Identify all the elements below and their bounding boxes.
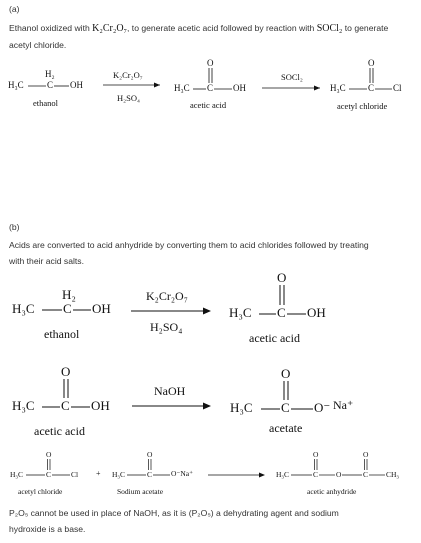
b3-acetate-name: Sodium acetate <box>117 487 164 496</box>
part-b-footer-line-2: hydroxide is a base. <box>9 524 86 534</box>
b2-acetate-na: Na⁺ <box>333 398 354 412</box>
part-a-text-1: Ethanol oxidized with <box>9 23 90 33</box>
a-ethanol-name: ethanol <box>33 98 59 108</box>
a-arrow1-top-reagent: K₂Cr₂O₇ <box>113 70 143 80</box>
b2-acetate-name: acetate <box>269 421 303 435</box>
a-arrow1-bottom-reagent: H₂SO₄ <box>117 93 140 103</box>
part-a-label: (a) <box>9 4 20 14</box>
b2-acetate-c: C <box>281 400 290 415</box>
part-a-reagent-2: SOCl₂ <box>316 23 343 34</box>
a-acid-oh: OH <box>233 83 246 93</box>
b3-acetate-ch3: H₃C <box>112 470 126 479</box>
b3-acetate-o-minus-na: O⁻Na⁺ <box>171 469 194 478</box>
b1-ethanol-ch3: H₃C <box>12 301 35 316</box>
part-b-text-line-1: Acids are converted to acid anhydride by… <box>9 240 369 250</box>
b1-acid-ch3: H₃C <box>229 305 252 320</box>
a-acid-ch3: H₃C <box>174 83 190 93</box>
a-ethanol-c: C <box>47 80 54 90</box>
a-arrow2-top-reagent: SOCl₂ <box>281 72 303 82</box>
part-a-text-2: , to generate acetic acid followed by re… <box>127 23 315 33</box>
b2-acid-o: O <box>61 364 71 379</box>
b3-chloride-c: C <box>46 470 52 479</box>
a-acid-o: O <box>207 58 214 68</box>
b1-acid-o: O <box>277 270 287 285</box>
b1-acid-name: acetic acid <box>249 331 300 345</box>
b3-anhydride-c1: C <box>313 470 319 479</box>
part-b-description: Acids are converted to acid anhydride by… <box>9 237 409 269</box>
b2-acid-c: C <box>61 398 70 413</box>
b1-arrow-bottom-reagent: H₂SO₄ <box>150 320 183 334</box>
a-chloride-name: acetyl chloride <box>337 101 388 111</box>
b2-acetate-ch3: H₃C <box>230 400 253 415</box>
part-b-text-line-2: with their acid salts. <box>9 256 84 266</box>
b3-acetate-c: C <box>147 470 153 479</box>
b3-anhydride-name: acetic anhydride <box>307 487 357 496</box>
b1-ethanol-h2: H₂ <box>62 287 76 302</box>
b2-arrow-top-reagent: NaOH <box>154 384 186 398</box>
part-b-footer-note: P₂O₅ cannot be used in place of NaOH, as… <box>9 505 409 537</box>
b3-anhydride-o-bridge: O <box>336 470 342 479</box>
b2-acetate-o-minus: O⁻ <box>314 400 331 415</box>
b2-acid-name: acetic acid <box>34 424 85 438</box>
a-chloride-o: O <box>368 58 375 68</box>
b2-acetate-o: O <box>281 366 291 381</box>
a-ethanol-ch3: H₃C <box>8 80 24 90</box>
b1-arrow-top-reagent: K₂Cr₂O₇ <box>146 289 188 303</box>
b3-anhydride-ch3-right: CH₃ <box>386 470 400 479</box>
a-acid-name: acetic acid <box>190 100 227 110</box>
b1-ethanol-name: ethanol <box>44 327 80 341</box>
b1-acid-c: C <box>277 305 286 320</box>
a-acid-c: C <box>207 83 214 93</box>
b3-chloride-name: acetyl chloride <box>18 487 63 496</box>
a-ethanol-oh: OH <box>70 80 83 90</box>
a-chloride-c: C <box>368 83 375 93</box>
part-b-label: (b) <box>9 222 20 232</box>
a-chloride-ch3: H₃C <box>330 83 346 93</box>
b3-anhydride-ch3-left: H₃C <box>276 470 290 479</box>
a-ethanol-h2: H₂ <box>45 69 55 79</box>
a-chloride-cl: Cl <box>393 83 402 93</box>
part-a-description: Ethanol oxidized with K₂Cr₂O₇, to genera… <box>9 20 409 53</box>
b1-acid-oh: OH <box>307 305 326 320</box>
part-b-footer-line-1: P₂O₅ cannot be used in place of NaOH, as… <box>9 508 339 518</box>
b2-acid-oh: OH <box>91 398 110 413</box>
b3-acetate-o: O <box>147 450 153 459</box>
part-a-text-3: to generate acetyl chloride. <box>9 23 389 50</box>
b3-chloride-ch3: H₃C <box>10 470 24 479</box>
b3-chloride-cl: Cl <box>71 470 79 479</box>
b3-anhydride-o1: O <box>313 450 319 459</box>
part-a-reagent-1: K₂Cr₂O₇ <box>92 23 128 34</box>
b3-anhydride-c2: C <box>363 470 369 479</box>
b2-acid-ch3: H₃C <box>12 398 35 413</box>
b3-chloride-o: O <box>46 450 52 459</box>
b1-ethanol-oh: OH <box>92 301 111 316</box>
b3-anhydride-o2: O <box>363 450 369 459</box>
b3-plus-sign: + <box>96 469 101 478</box>
b1-ethanol-c: C <box>63 301 72 316</box>
